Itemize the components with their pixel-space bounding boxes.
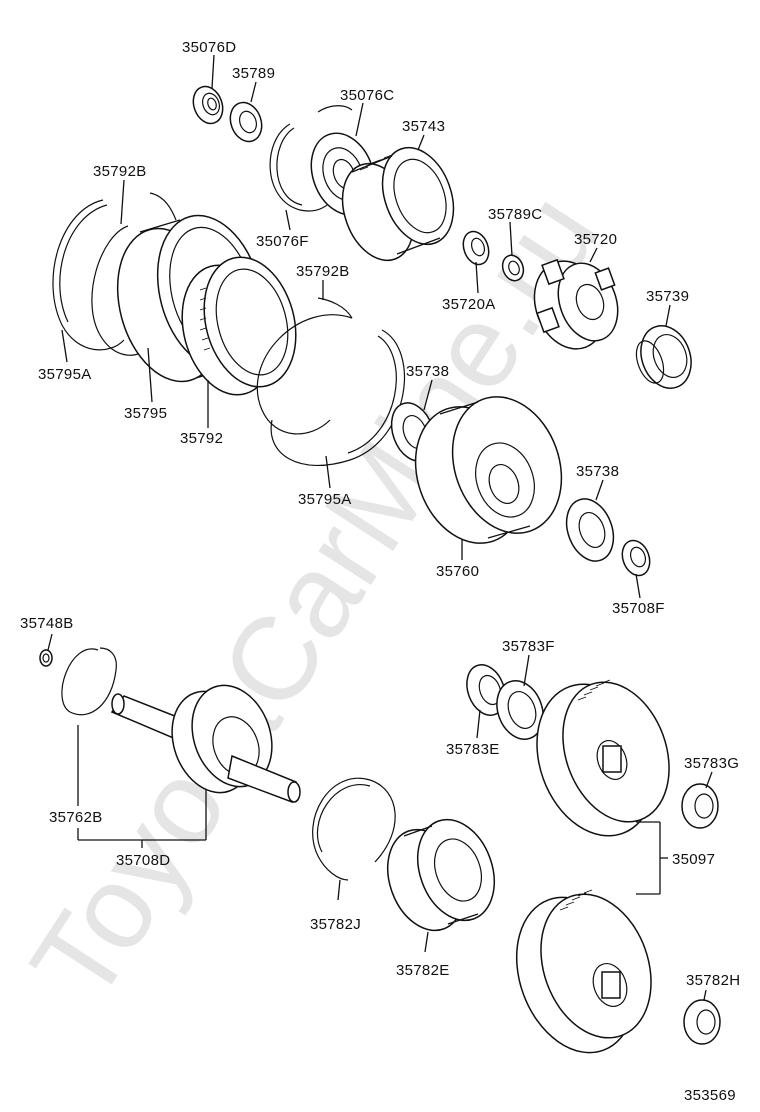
label-35738-right: 35738	[576, 463, 619, 480]
label-35792B-mid: 35792B	[296, 263, 350, 280]
label-35738-top: 35738	[406, 363, 449, 380]
label-35743: 35743	[402, 118, 445, 135]
part-35782E-bearing	[387, 818, 495, 932]
label-35789C: 35789C	[488, 206, 542, 223]
label-35076C: 35076C	[340, 87, 394, 104]
label-35708F: 35708F	[612, 600, 665, 617]
label-35762B: 35762B	[49, 809, 103, 826]
part-35720-planetary-carrier	[533, 258, 619, 350]
part-35739-bearing	[635, 325, 692, 389]
label-35760: 35760	[436, 563, 479, 580]
part-35097-gear-lower	[515, 889, 652, 1054]
label-35783E: 35783E	[446, 741, 500, 758]
label-35720: 35720	[574, 231, 617, 248]
label-35792B-top: 35792B	[93, 163, 147, 180]
part-35789-washer	[229, 101, 263, 143]
part-35782J-snap-ring	[312, 777, 396, 881]
label-35795: 35795	[124, 405, 167, 422]
label-35789: 35789	[232, 65, 275, 82]
part-35783F-bearing	[496, 680, 544, 740]
part-35708F-seal	[621, 539, 651, 577]
leader-lines	[47, 54, 713, 1001]
part-35762B-snap-ring	[61, 647, 117, 716]
part-35792-clutch-hub	[181, 256, 297, 396]
part-35782H-nut	[683, 999, 721, 1045]
label-35783G: 35783G	[684, 755, 739, 772]
part-35748B-ring	[39, 649, 53, 667]
part-35743-ring-gear	[341, 146, 455, 262]
label-35782E: 35782E	[396, 962, 450, 979]
part-35076F-snap-ring	[269, 123, 333, 212]
part-35738-washer-right	[565, 498, 615, 562]
label-35792: 35792	[180, 430, 223, 447]
part-35783G-nut	[681, 783, 719, 829]
label-35739: 35739	[646, 288, 689, 305]
part-35720A-bearing	[462, 230, 490, 266]
label-35076F: 35076F	[256, 233, 309, 250]
diagram-id: 353569	[684, 1087, 736, 1104]
label-35097: 35097	[672, 851, 715, 868]
label-35720A: 35720A	[442, 296, 496, 313]
part-35792B-snap-ring-mid	[256, 297, 353, 435]
label-35748B: 35748B	[20, 615, 74, 632]
part-35792B-snap-ring-top	[91, 192, 177, 356]
part-35708D-output-shaft	[110, 684, 301, 804]
label-35076D: 35076D	[182, 39, 236, 56]
label-35782H: 35782H	[686, 972, 740, 989]
part-35760-drum	[414, 396, 563, 544]
part-35097-gear-upper	[536, 679, 670, 837]
part-35076D-bearing	[192, 85, 224, 125]
watermark-text: ToyotaCarMine.ru	[6, 171, 624, 1024]
label-35795A-bottom: 35795A	[298, 491, 352, 508]
part-35789C-washer	[501, 254, 525, 282]
part-35795A-snap-ring-bottom	[270, 329, 406, 467]
label-35782J: 35782J	[310, 916, 361, 933]
label-35708D: 35708D	[116, 852, 170, 869]
label-35795A-left: 35795A	[38, 366, 92, 383]
part-35795A-snap-ring-left	[52, 199, 125, 351]
label-35783F: 35783F	[502, 638, 555, 655]
part-35783E-bearing	[466, 664, 506, 716]
